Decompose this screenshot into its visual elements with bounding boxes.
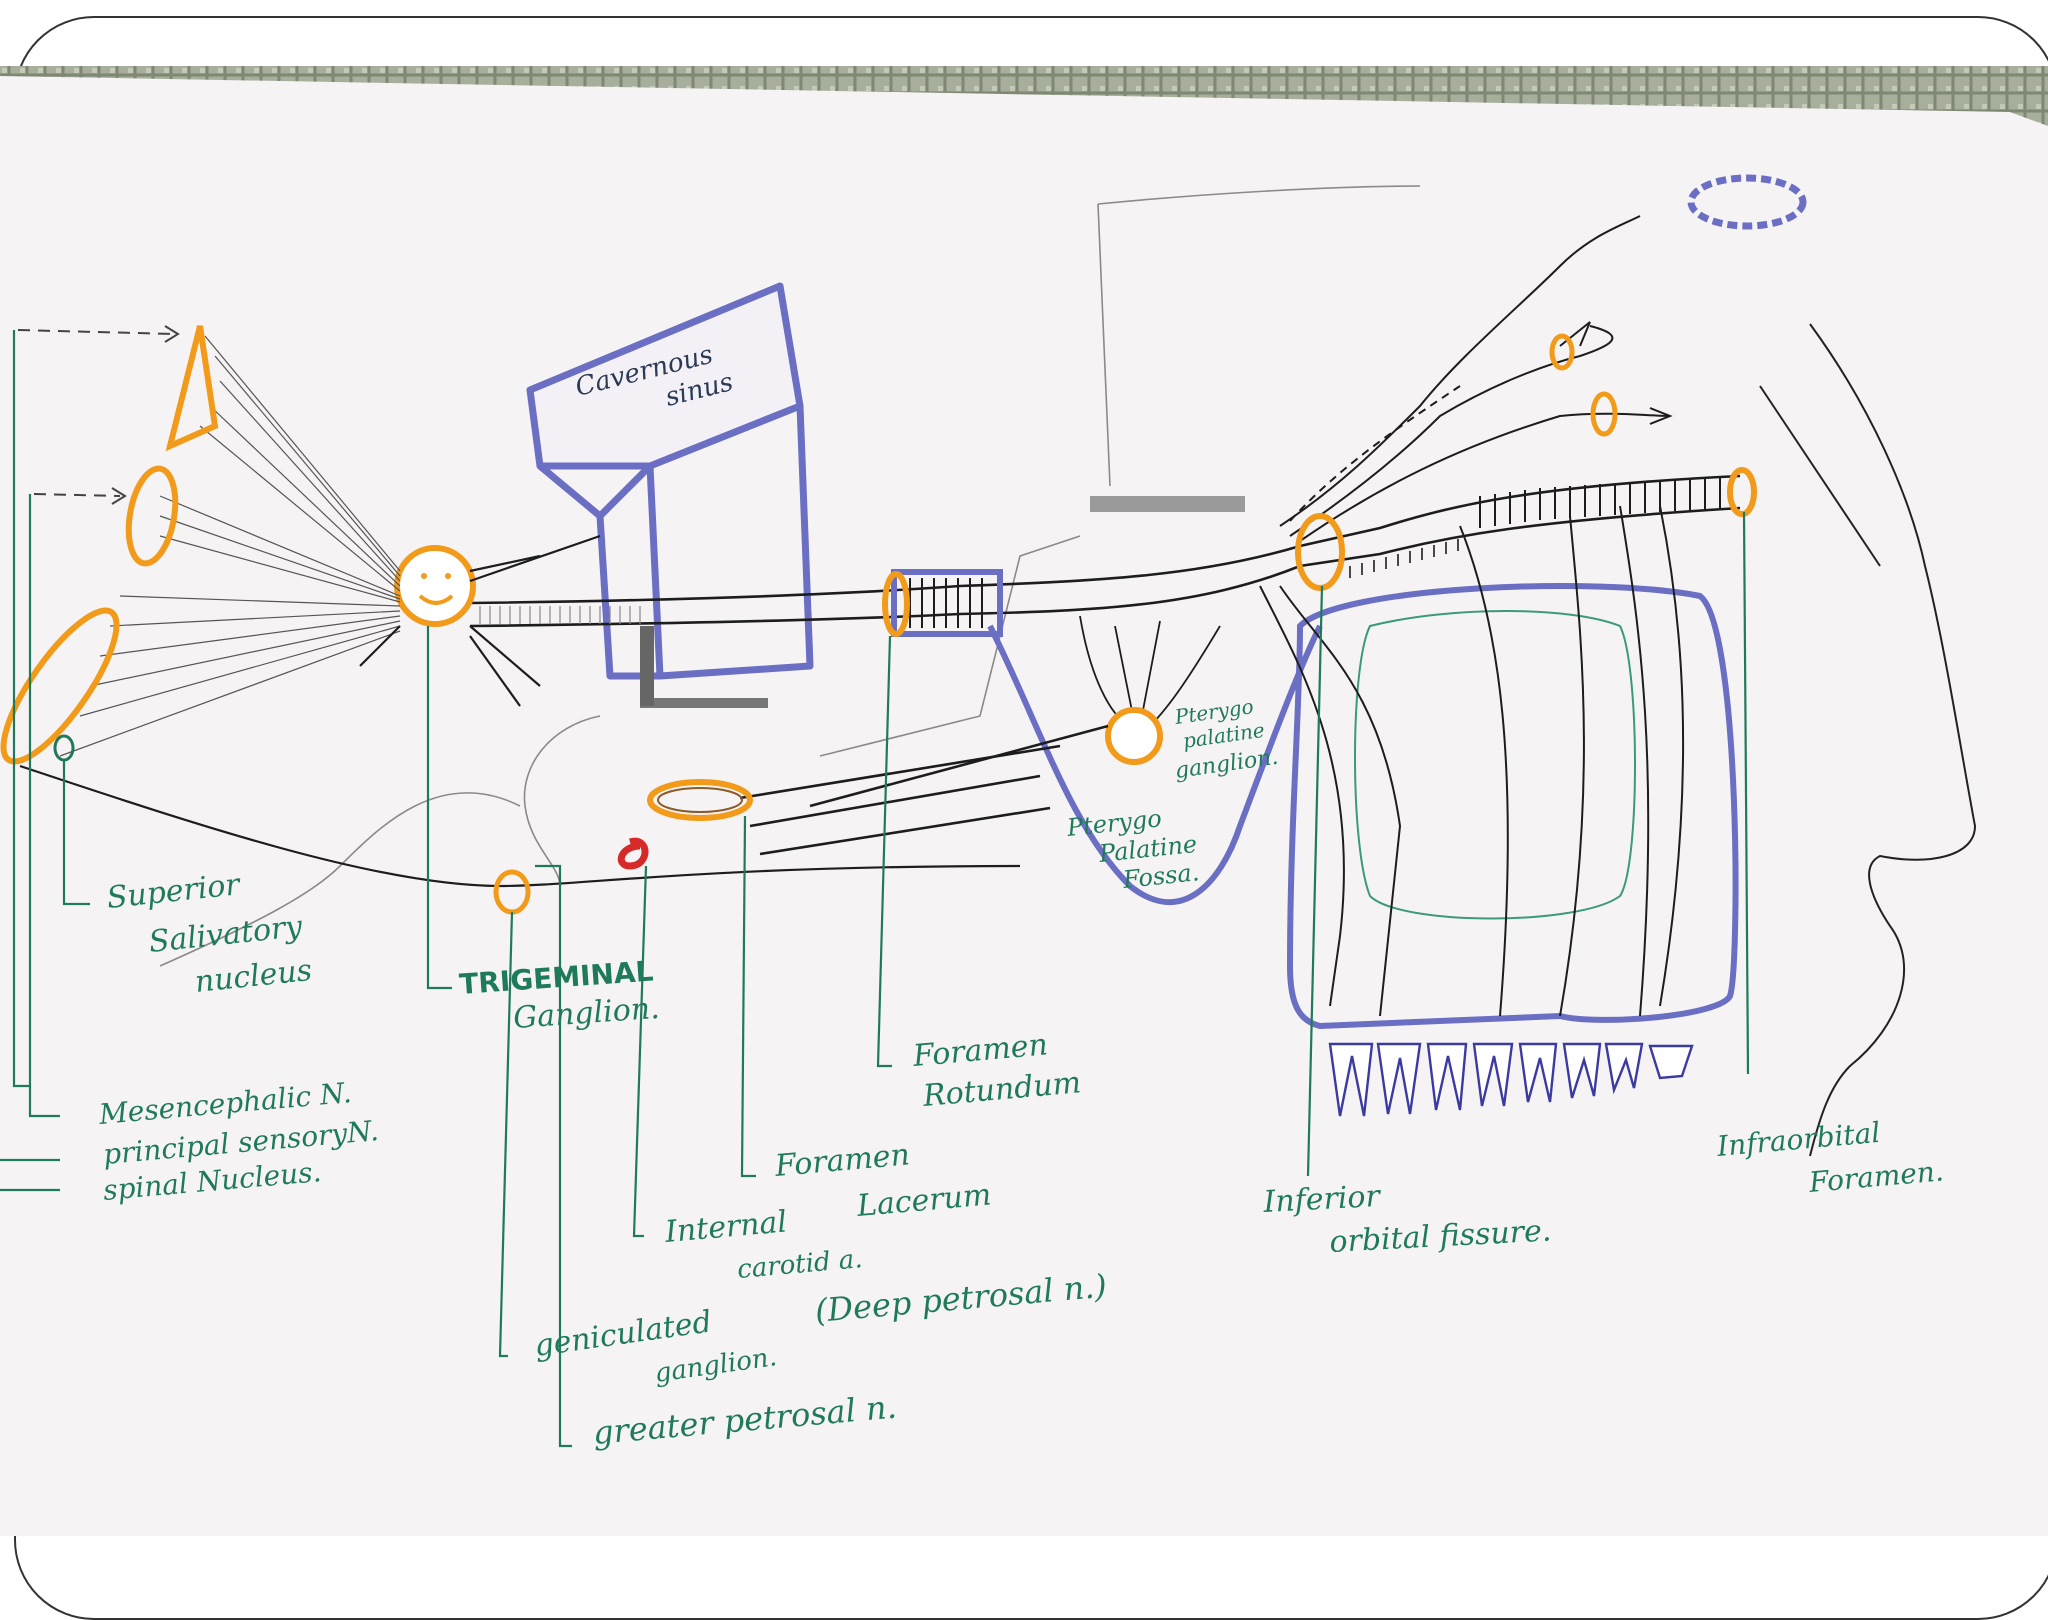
ganglion-roots	[19, 534, 1021, 888]
infraorbital-foramen-ring	[1727, 467, 1757, 517]
infraorbital-canal-hatch	[1479, 476, 1721, 528]
sketch-photo: Cavernous sinus	[0, 66, 2048, 1536]
teeth	[1328, 1042, 1694, 1117]
trigeminal-ganglion	[394, 545, 476, 627]
maxillary-sinus-outline	[1286, 583, 1739, 1030]
pterygopalatine-ganglion	[1105, 707, 1163, 765]
maxillary-nerve	[469, 474, 1741, 628]
face-profile	[1759, 323, 1977, 1157]
trunk-shading	[479, 606, 641, 624]
foramen-lacerum-ring	[647, 779, 753, 821]
sinus-base	[640, 698, 768, 708]
lacrimal-gland	[1687, 174, 1807, 230]
maxillary-sinus-inner	[1354, 610, 1636, 920]
pterygopalatine-fossa	[987, 624, 1323, 906]
nerve-of-pterygoid-canal	[739, 724, 1109, 856]
shaded-bar	[1090, 496, 1245, 512]
inferior-orbital-fissure-ring	[1295, 513, 1345, 591]
foramen-lacerum-inner	[657, 787, 743, 813]
dashed-arrows	[17, 325, 180, 505]
paper-sheet	[0, 76, 2048, 1536]
orbital-foramen-1	[1549, 333, 1575, 371]
cavernous-sinus-box	[526, 282, 814, 680]
label-inferior-orbital-1: Inferior	[1262, 1179, 1383, 1220]
internal-carotid-artery	[617, 837, 649, 870]
brainstem-nuclei	[0, 325, 219, 765]
leader-lines	[0, 330, 1750, 1448]
orbital-branches	[1279, 215, 1673, 542]
sinus-stalk	[640, 626, 654, 706]
foramen-rotundum-canal	[882, 569, 1003, 637]
nuclear-fibers	[59, 335, 401, 757]
alveolar-nerves	[1259, 505, 1685, 1017]
orbital-foramen-2	[1590, 391, 1618, 437]
fissure-hatch	[1349, 539, 1459, 578]
